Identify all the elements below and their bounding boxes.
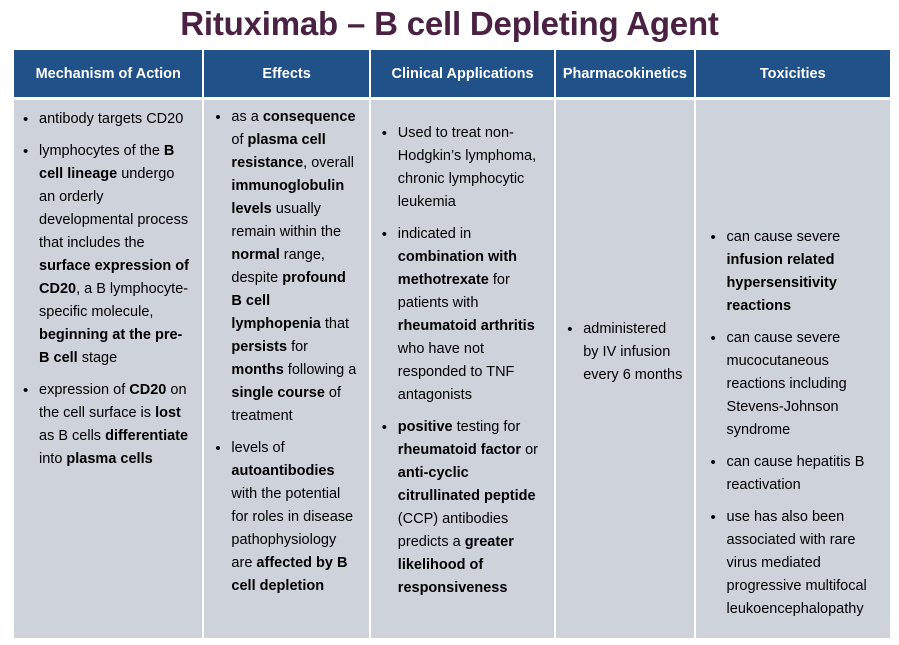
list-item: as a consequence of plasma cell resistan… xyxy=(214,106,358,428)
drug-comparison-table: Mechanism of Action Effects Clinical App… xyxy=(14,50,890,638)
table-header-row: Mechanism of Action Effects Clinical App… xyxy=(14,50,890,100)
bullet-list-clinical-applications: Used to treat non-Hodgkin’s lymphoma, ch… xyxy=(381,122,544,600)
list-item: can cause hepatitis B reactivation xyxy=(710,451,876,497)
column-header-effects[interactable]: Effects xyxy=(204,50,371,100)
list-item: administered by IV infusion every 6 mont… xyxy=(566,318,683,387)
cell-content-toxicities: can cause severe infusion related hypers… xyxy=(696,100,890,638)
cell-content-mechanism-of-action: antibody targets CD20 lymphocytes of the … xyxy=(14,100,202,638)
list-item: levels of autoantibodies with the potent… xyxy=(214,437,358,598)
column-header-mechanism-of-action[interactable]: Mechanism of Action xyxy=(14,50,205,100)
column-header-clinical-applications[interactable]: Clinical Applications xyxy=(370,50,557,100)
list-item: can cause severe infusion related hypers… xyxy=(710,226,876,318)
list-item: use has also been associated with rare v… xyxy=(710,506,876,621)
bullet-list-pharmacokinetics: administered by IV infusion every 6 mont… xyxy=(566,318,683,387)
page-title: Rituximab – B cell Depleting Agent xyxy=(180,5,719,42)
list-item: lymphocytes of the B cell lineage underg… xyxy=(22,140,192,370)
comparison-table-container: Mechanism of Action Effects Clinical App… xyxy=(14,50,890,638)
table-body: antibody targets CD20 lymphocytes of the … xyxy=(14,100,890,638)
bullet-list-toxicities: can cause severe infusion related hypers… xyxy=(710,226,876,621)
list-item: indicated in combination with methotrexa… xyxy=(381,223,544,407)
table-header-row-group: Mechanism of Action Effects Clinical App… xyxy=(14,50,890,100)
cell-content-effects: as a consequence of plasma cell resistan… xyxy=(204,100,368,638)
cell-effects: as a consequence of plasma cell resistan… xyxy=(204,100,371,638)
cell-pharmacokinetics: administered by IV infusion every 6 mont… xyxy=(556,100,696,638)
column-header-pharmacokinetics[interactable]: Pharmacokinetics xyxy=(556,50,696,100)
cell-mechanism-of-action: antibody targets CD20 lymphocytes of the … xyxy=(14,100,205,638)
cell-clinical-applications: Used to treat non-Hodgkin’s lymphoma, ch… xyxy=(370,100,557,638)
table-row: antibody targets CD20 lymphocytes of the … xyxy=(14,100,890,638)
cell-toxicities: can cause severe infusion related hypers… xyxy=(695,100,890,638)
bullet-list-mechanism-of-action: antibody targets CD20 lymphocytes of the … xyxy=(22,108,192,471)
cell-content-pharmacokinetics: administered by IV infusion every 6 mont… xyxy=(556,100,693,638)
list-item: positive testing for rheumatoid factor o… xyxy=(381,416,544,600)
list-item: can cause severe mucocutaneous reactions… xyxy=(710,327,876,442)
cell-content-clinical-applications: Used to treat non-Hodgkin’s lymphoma, ch… xyxy=(371,100,554,638)
list-item: expression of CD20 on the cell surface i… xyxy=(22,379,192,471)
bullet-list-effects: as a consequence of plasma cell resistan… xyxy=(214,106,358,598)
list-item: antibody targets CD20 xyxy=(22,108,192,131)
list-item: Used to treat non-Hodgkin’s lymphoma, ch… xyxy=(381,122,544,214)
column-header-toxicities[interactable]: Toxicities xyxy=(695,50,890,100)
